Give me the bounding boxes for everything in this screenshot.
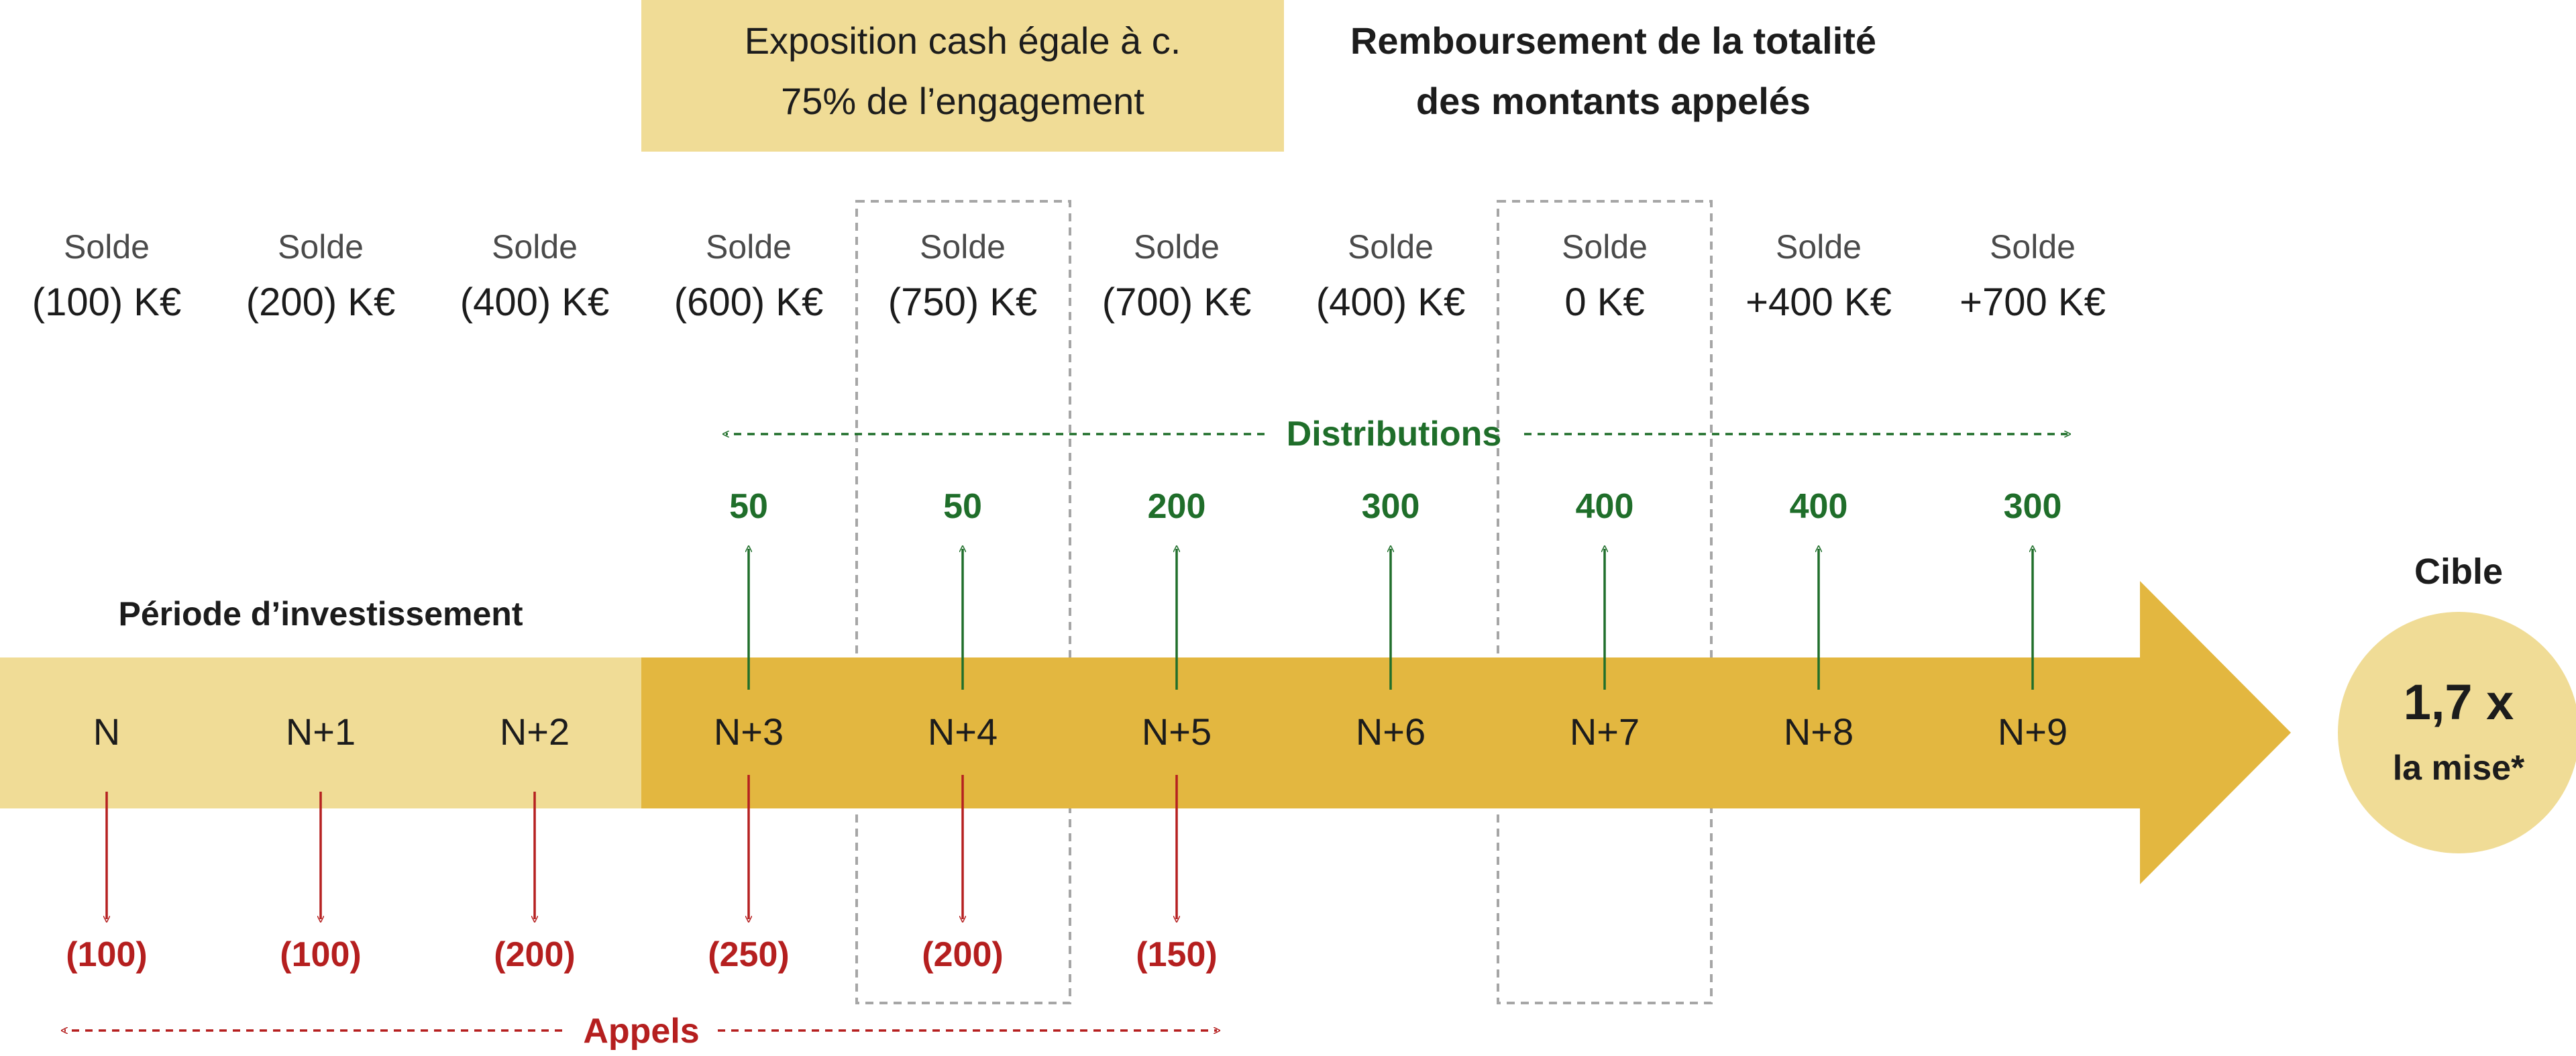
year-label: N bbox=[93, 710, 120, 753]
peak-exposure-dashed-box bbox=[855, 200, 1071, 1004]
year-label: N+4 bbox=[928, 710, 998, 753]
balance-value: (100) K€ bbox=[32, 280, 181, 324]
balance-value: (400) K€ bbox=[1316, 280, 1465, 324]
balance-value: +400 K€ bbox=[1746, 280, 1892, 324]
year-label: N+2 bbox=[500, 710, 570, 753]
timeline-arrow bbox=[641, 581, 2291, 884]
balance-value: (700) K€ bbox=[1102, 280, 1251, 324]
call-value: (150) bbox=[1136, 935, 1217, 974]
exposure-text-line2: 75% de l’engagement bbox=[781, 80, 1144, 122]
distribution-value: 50 bbox=[729, 487, 768, 526]
year-label: N+5 bbox=[1142, 710, 1212, 753]
reimbursement-text-line1: Remboursement de la totalité bbox=[1350, 19, 1876, 62]
investment-period-label: Période d’investissement bbox=[118, 595, 523, 633]
exposure-highlight-box bbox=[641, 0, 1284, 152]
year-label: N+7 bbox=[1570, 710, 1640, 753]
balance-label: Solde bbox=[1990, 228, 2076, 266]
reimbursement-text-line2: des montants appelés bbox=[1416, 80, 1811, 122]
distribution-value: 200 bbox=[1148, 487, 1206, 526]
balance-value: (750) K€ bbox=[888, 280, 1037, 324]
distribution-value: 300 bbox=[1362, 487, 1420, 526]
balance-label: Solde bbox=[492, 228, 578, 266]
balance-value: +700 K€ bbox=[1960, 280, 2106, 324]
target-multiple: 1,7 x bbox=[2404, 674, 2514, 730]
balance-value: (200) K€ bbox=[246, 280, 395, 324]
balance-label: Solde bbox=[64, 228, 150, 266]
call-value: (200) bbox=[922, 935, 1003, 974]
balance-label: Solde bbox=[278, 228, 364, 266]
balance-label: Solde bbox=[1562, 228, 1648, 266]
breakeven-dashed-box bbox=[1497, 200, 1713, 1004]
year-label: N+8 bbox=[1784, 710, 1854, 753]
investment-period-band bbox=[0, 657, 644, 808]
balance-value: (600) K€ bbox=[674, 280, 823, 324]
year-columns: Solde (100) K€ N Solde (200) K€ N+1 Solde (400)… bbox=[32, 228, 2106, 974]
balance-label: Solde bbox=[1776, 228, 1862, 266]
balance-value: (400) K€ bbox=[460, 280, 609, 324]
balance-label: Solde bbox=[1134, 228, 1220, 266]
balance-value: 0 K€ bbox=[1564, 280, 1644, 324]
exposure-text-line1: Exposition cash égale à c. bbox=[745, 19, 1181, 62]
target-circle bbox=[2338, 612, 2576, 853]
year-label: N+9 bbox=[1998, 710, 2068, 753]
year-label: N+6 bbox=[1356, 710, 1426, 753]
distribution-value: 400 bbox=[1576, 487, 1634, 526]
calls-label: Appels bbox=[583, 1012, 699, 1051]
call-value: (250) bbox=[708, 935, 789, 974]
balance-label: Solde bbox=[706, 228, 792, 266]
call-value: (200) bbox=[494, 935, 575, 974]
year-label: N+1 bbox=[286, 710, 356, 753]
distributions-label: Distributions bbox=[1287, 415, 1502, 454]
distribution-value: 300 bbox=[2004, 487, 2062, 526]
target-caption: la mise* bbox=[2393, 749, 2525, 788]
balance-label: Solde bbox=[920, 228, 1006, 266]
balance-label: Solde bbox=[1348, 228, 1434, 266]
call-value: (100) bbox=[280, 935, 361, 974]
distribution-value: 50 bbox=[943, 487, 982, 526]
call-value: (100) bbox=[66, 935, 147, 974]
distribution-value: 400 bbox=[1790, 487, 1848, 526]
target-label: Cible bbox=[2414, 551, 2503, 592]
year-label: N+3 bbox=[714, 710, 784, 753]
